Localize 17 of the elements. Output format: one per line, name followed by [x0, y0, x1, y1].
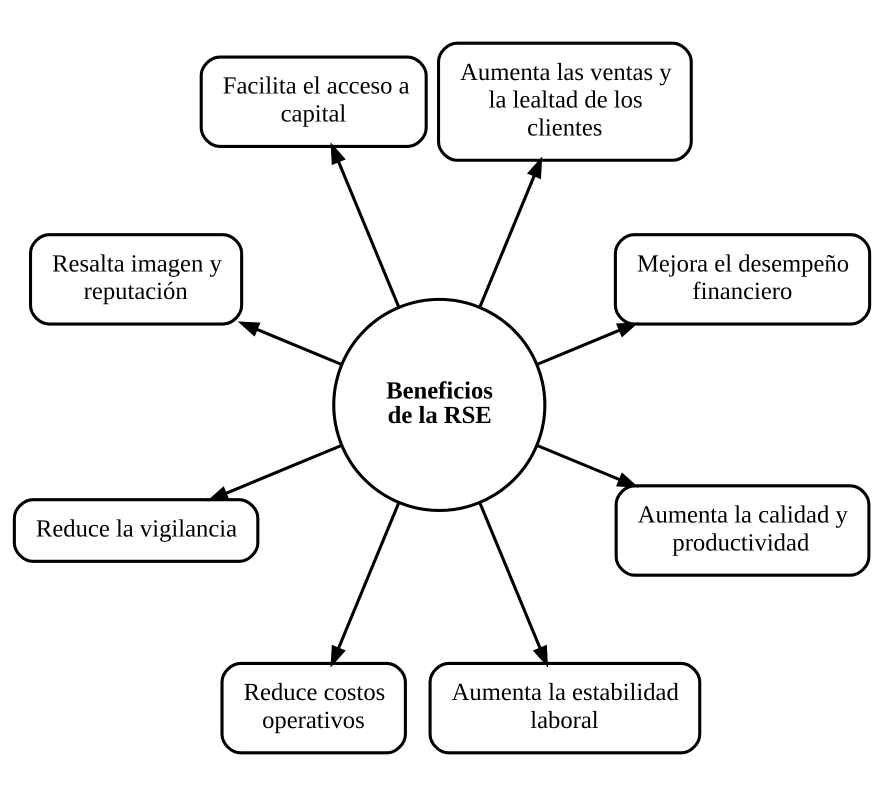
- arrow: [238, 320, 342, 366]
- arrow: [330, 142, 400, 308]
- arrow: [330, 501, 400, 668]
- node-box: Reduce costos operativos: [220, 661, 407, 754]
- arrow: [206, 443, 342, 501]
- node-box: Aumenta las ventas y la lealtad de los clientes: [437, 41, 693, 162]
- arrow: [536, 322, 639, 366]
- node-box: Facilita el acceso a capital: [200, 55, 428, 148]
- node-box: Resalta imagen y reputación: [29, 232, 244, 326]
- arrow: [536, 443, 639, 488]
- node-box: Aumenta la calidad y productividad: [614, 484, 870, 576]
- node-box: Aumenta la estabilidad laboral: [428, 661, 702, 754]
- node-box: Mejora el desempeño financiero: [614, 232, 872, 326]
- arrow: [478, 501, 548, 668]
- arrow: [478, 156, 542, 308]
- node-box: Reduce la vigilancia: [12, 498, 260, 562]
- node-circle: Beneficios de la RSE: [332, 297, 546, 512]
